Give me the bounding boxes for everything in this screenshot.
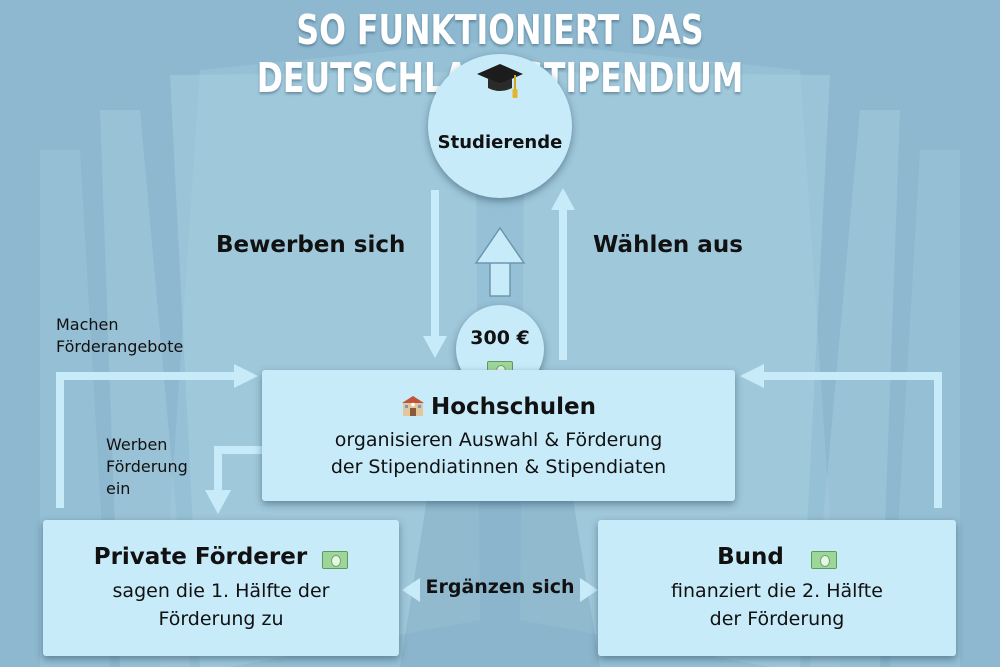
edge-label-ergaenzen: Ergänzen sich [425, 576, 575, 598]
studierende-node: Studierende [428, 54, 572, 198]
amount-label: 300 € [470, 327, 530, 349]
hochschulen-title: Hochschulen [431, 394, 596, 420]
private-foerderer-node: Private Förderer sagen die 1. Hälfte der… [43, 520, 399, 656]
arrow-bund-vertical [934, 372, 942, 508]
private-foerderer-line2: Förderung zu [158, 608, 284, 630]
arrow-ergaenzen-left-head [402, 578, 420, 602]
arrow-bund-head [740, 364, 764, 388]
money-icon [322, 550, 349, 569]
arrow-machen-vertical [56, 372, 64, 508]
edge-label-machen-line1: Machen [56, 315, 119, 334]
arrow-bund-horizontal [762, 372, 942, 380]
page-title: SO FUNKTIONIERT DAS DEUTSCHLANDSTIPENDIU… [257, 6, 744, 102]
arrow-waehlen-shaft [559, 208, 567, 360]
private-foerderer-title: Private Förderer [93, 544, 308, 570]
edge-label-werben-line2: Förderung [106, 457, 188, 476]
arrow-ergaenzen-right-head [580, 578, 598, 602]
arrow-central-head [474, 226, 526, 264]
arrow-bewerben-shaft [431, 190, 439, 338]
edge-label-werben-line1: Werben [106, 435, 168, 454]
arrow-machen-head [234, 364, 258, 388]
arrow-werben-head [205, 490, 231, 514]
arrow-waehlen-head [551, 188, 575, 210]
arrow-machen-horizontal [56, 372, 236, 380]
edge-label-waehlen: Wählen aus [593, 232, 743, 258]
edge-label-machen: Machen Förderangebote [56, 314, 183, 358]
edge-label-werben-line3: ein [106, 479, 131, 498]
bund-line1: finanziert die 2. Hälfte [671, 580, 883, 602]
arrow-werben-vertical [214, 446, 222, 494]
edge-label-machen-line2: Förderangebote [56, 337, 184, 356]
hochschulen-node: Hochschulen organisieren Auswahl & Förde… [262, 370, 735, 501]
arrow-werben-horizontal [214, 446, 262, 454]
studierende-label: Studierende [437, 132, 563, 153]
edge-label-werben: Werben Förderung ein [106, 434, 188, 500]
money-icon [810, 550, 837, 569]
bund-node: Bund finanziert die 2. Hälfte der Förder… [598, 520, 956, 656]
arrow-bewerben-head [423, 336, 447, 358]
private-foerderer-line1: sagen die 1. Hälfte der [112, 580, 330, 602]
hochschulen-line2: der Stipendiatinnen & Stipendiaten [330, 456, 667, 478]
edge-label-bewerben: Bewerben sich [216, 232, 406, 258]
graduation-cap-icon [477, 64, 523, 98]
hochschulen-line1: organisieren Auswahl & Förderung [334, 429, 663, 451]
arrow-central-shaft [489, 261, 511, 297]
school-icon [401, 395, 425, 417]
bund-title: Bund [717, 544, 784, 570]
bund-line2: der Förderung [709, 608, 845, 630]
